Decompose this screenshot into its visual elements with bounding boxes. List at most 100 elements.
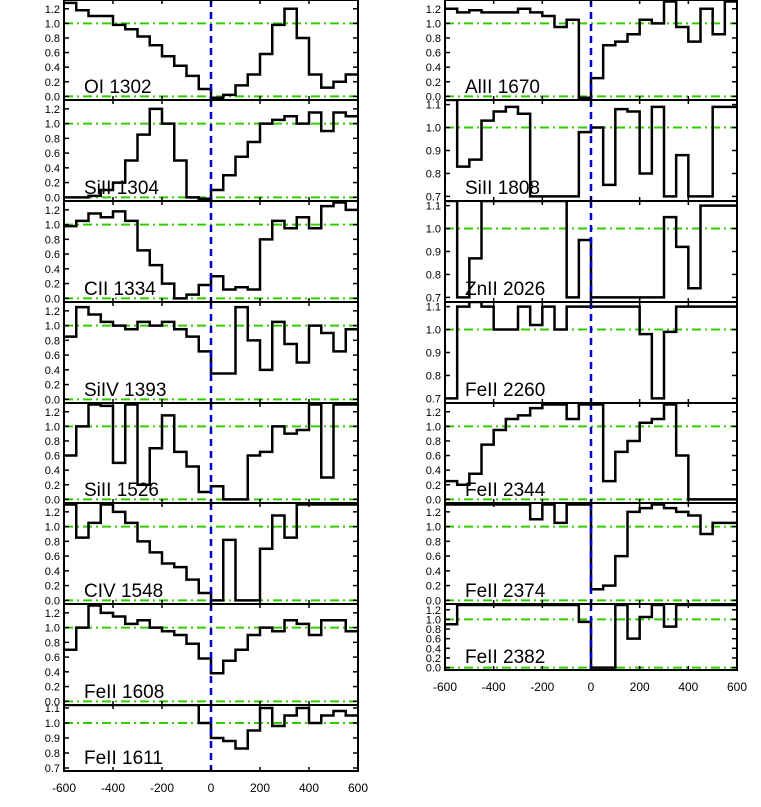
- y-tick-label: 0.4: [426, 566, 441, 578]
- y-tick-label: 0.7: [426, 292, 441, 304]
- y-tick-label: 1.2: [45, 407, 60, 419]
- ion-label: SiII 1808: [465, 178, 540, 199]
- y-tick-label: 1.0: [426, 123, 441, 135]
- y-tick-label: 1.0: [45, 119, 60, 131]
- x-tick-label: 400: [299, 781, 319, 795]
- spectrum-trace: [64, 403, 358, 501]
- y-tick-label: 0.0: [45, 494, 60, 506]
- x-tick-label: -200: [530, 680, 554, 694]
- y-tick-label: 1.2: [426, 4, 441, 16]
- y-tick-label: 0.2: [426, 653, 441, 665]
- y-tick-label: 0.2: [45, 480, 60, 492]
- ion-label: FeII 2260: [465, 380, 545, 401]
- y-tick-label: 0.4: [45, 264, 60, 276]
- y-tick-label: 0.2: [45, 279, 60, 291]
- ion-label: OI 1302: [84, 77, 152, 98]
- y-tick-label: 0.2: [426, 480, 441, 492]
- ion-label: CIV 1548: [84, 581, 163, 602]
- y-tick-label: 1.0: [45, 321, 60, 333]
- y-tick-label: 0.2: [45, 682, 60, 694]
- y-tick-label: 0.4: [45, 365, 60, 377]
- y-tick-label: 1.1: [45, 703, 60, 715]
- y-tick-label: 0.6: [45, 652, 60, 664]
- y-tick-label: 0.9: [426, 146, 441, 158]
- y-tick-label: 0.0: [45, 394, 60, 406]
- x-tick-label: -600: [433, 680, 457, 694]
- ion-label: ZnII 2026: [465, 279, 545, 300]
- y-tick-label: 0.8: [45, 748, 60, 760]
- y-tick-label: 0.2: [45, 581, 60, 593]
- y-tick-label: 1.0: [426, 18, 441, 30]
- y-tick-label: 0.4: [45, 62, 60, 74]
- y-tick-label: 1.2: [426, 407, 441, 419]
- y-tick-label: 0.7: [426, 393, 441, 405]
- ion-label: FeII 2374: [465, 581, 546, 602]
- spectrum-trace: [64, 604, 358, 675]
- y-tick-label: 1.0: [426, 224, 441, 236]
- y-tick-label: 1.1: [426, 100, 441, 112]
- y-tick-label: 0.4: [45, 566, 60, 578]
- y-tick-label: 0.6: [45, 48, 60, 60]
- y-tick-label: 0.8: [426, 624, 441, 636]
- y-tick-label: 0.2: [426, 77, 441, 89]
- ion-label: FeII 2344: [465, 480, 546, 501]
- ion-label: SiII 1304: [84, 178, 159, 199]
- y-tick-label: 0.8: [426, 536, 441, 548]
- x-tick-label: 0: [588, 680, 595, 694]
- y-tick-label: 0.9: [426, 247, 441, 259]
- y-tick-label: 0.0: [426, 595, 441, 607]
- y-tick-label: 1.1: [426, 302, 441, 314]
- y-tick-label: 1.2: [426, 605, 441, 617]
- spectrum-trace: [64, 705, 358, 750]
- spectrum-panel: 0.00.20.40.60.81.01.2OI 1302: [45, 0, 359, 103]
- y-tick-label: 0.7: [45, 763, 60, 775]
- y-tick-label: 1.0: [45, 421, 60, 433]
- y-tick-label: 1.0: [45, 718, 60, 730]
- spectrum-trace: [445, 403, 737, 501]
- y-tick-label: 0.9: [45, 733, 60, 745]
- y-tick-label: 0.8: [45, 133, 60, 145]
- y-tick-label: 0.8: [426, 370, 441, 382]
- y-tick-label: 0.4: [426, 465, 441, 477]
- ion-label: FeII 2382: [465, 647, 545, 668]
- x-tick-label: -400: [482, 680, 506, 694]
- y-tick-label: 0.0: [45, 595, 60, 607]
- spectrum-trace: [445, 302, 737, 400]
- y-tick-label: 0.6: [45, 551, 60, 563]
- y-tick-label: 1.1: [426, 201, 441, 213]
- y-tick-label: 0.4: [45, 465, 60, 477]
- y-tick-label: 1.2: [45, 306, 60, 318]
- ion-label: SiIV 1393: [84, 380, 166, 401]
- y-tick-label: 0.9: [426, 348, 441, 360]
- y-tick-label: 0.0: [45, 91, 60, 103]
- y-tick-label: 0.6: [426, 451, 441, 463]
- y-tick-label: 1.2: [45, 205, 60, 217]
- y-tick-label: 0.8: [426, 33, 441, 45]
- x-tick-label: 200: [630, 680, 650, 694]
- x-tick-label: 0: [208, 781, 215, 795]
- y-tick-label: 0.4: [45, 163, 60, 175]
- y-tick-label: 0.0: [45, 293, 60, 305]
- y-tick-label: 0.6: [426, 551, 441, 563]
- ion-label: SiII 1526: [84, 480, 159, 501]
- ion-label: FeII 1611: [84, 748, 163, 769]
- y-tick-label: 0.6: [45, 451, 60, 463]
- y-tick-label: 0.6: [45, 249, 60, 261]
- y-tick-label: 0.0: [426, 91, 441, 103]
- y-tick-label: 1.0: [45, 18, 60, 30]
- spectrum-trace: [64, 107, 358, 201]
- y-tick-label: 0.2: [45, 77, 60, 89]
- y-tick-label: 0.6: [45, 350, 60, 362]
- spectrum-trace: [445, 0, 737, 100]
- y-tick-label: 0.2: [45, 178, 60, 190]
- y-tick-label: 1.2: [426, 507, 441, 519]
- y-tick-label: 1.2: [45, 608, 60, 620]
- y-tick-label: 0.2: [426, 581, 441, 593]
